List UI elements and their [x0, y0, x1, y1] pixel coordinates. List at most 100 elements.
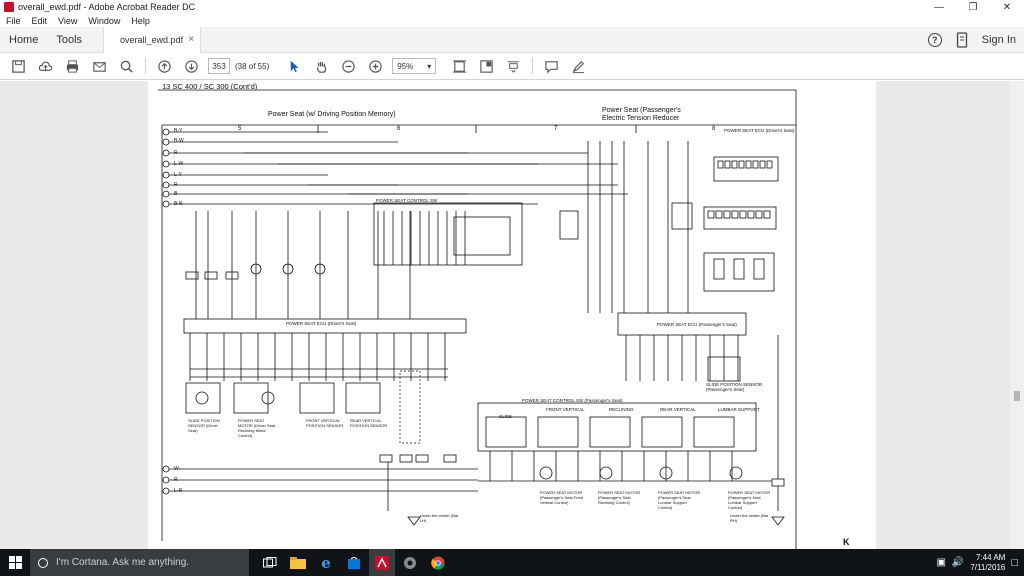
switch-section: [537, 416, 579, 448]
component-label: SLIDE POSITION SENSOR (Passenger's Seat): [706, 382, 763, 392]
sign-in-link[interactable]: Sign In: [981, 34, 1016, 46]
section-title-left: Power Seat (w/ Driving Position Memory): [268, 111, 396, 118]
notifications-icon[interactable]: □: [1011, 556, 1018, 569]
switch-section: [589, 416, 631, 448]
scroll-mode-icon[interactable]: [504, 57, 522, 75]
motor-symbol: [539, 466, 553, 480]
store-icon[interactable]: [341, 549, 367, 576]
wire-label: W: [174, 466, 179, 472]
menu-window[interactable]: Window: [88, 15, 121, 26]
wire-label: L-Y: [174, 172, 182, 178]
minimize-button[interactable]: —: [934, 1, 944, 13]
email-icon[interactable]: [90, 57, 108, 75]
chrome-icon[interactable]: [425, 549, 451, 576]
connector-block: [185, 271, 199, 280]
window-controls: — ❐ ✕: [922, 0, 1024, 14]
document-viewport[interactable]: 13 SC 400 / SC 300 (Cont'd) Power Seat (…: [0, 81, 1024, 549]
connector-face: [703, 206, 777, 230]
task-view-icon[interactable]: [257, 549, 283, 576]
slide-sensor-box: [707, 356, 741, 382]
close-window-button[interactable]: ✕: [1002, 1, 1012, 13]
help-icon[interactable]: ?: [927, 33, 942, 47]
select-cursor-icon[interactable]: [285, 57, 303, 75]
zoom-in-icon[interactable]: [366, 57, 384, 75]
hand-tool-icon[interactable]: [312, 57, 330, 75]
title-bar: overall_ewd.pdf - Adobe Acrobat Reader D…: [0, 0, 1024, 14]
windows-start-icon[interactable]: [0, 549, 30, 576]
edge-browser-icon[interactable]: e: [321, 553, 331, 572]
menu-view[interactable]: View: [58, 15, 78, 26]
full-screen-icon[interactable]: [477, 57, 495, 75]
upload-cloud-icon[interactable]: [36, 57, 54, 75]
connector-pin: [707, 210, 715, 219]
page-marker: K: [843, 537, 850, 547]
vertical-scrollbar[interactable]: [1010, 81, 1024, 549]
scrollbar-thumb[interactable]: [1014, 391, 1020, 401]
maximize-button[interactable]: ❐: [968, 1, 978, 13]
fit-page-icon[interactable]: [450, 57, 468, 75]
wire-label: B: [174, 191, 178, 197]
clock-date: 7/11/2016: [970, 562, 1006, 572]
save-icon[interactable]: [9, 57, 27, 75]
connector-pin: [759, 160, 766, 169]
tab-home[interactable]: Home: [9, 33, 39, 46]
print-icon[interactable]: [63, 57, 81, 75]
switch-cluster: [703, 252, 775, 292]
ground-symbol: [407, 516, 421, 526]
connector-pin: [745, 160, 752, 169]
comment-icon[interactable]: [542, 57, 560, 75]
motor-label: POWER SEAT MOTOR (Passenger's Seat Recli…: [598, 490, 641, 505]
connector-pin: [717, 160, 724, 169]
sensor-box: [299, 382, 335, 414]
clock-time: 7:44 AM: [975, 552, 1006, 562]
clock[interactable]: 7:44 AM 7/11/2016: [970, 553, 1005, 573]
ground-label: Under the center (Bar RH): [730, 513, 769, 523]
cortana-search-box[interactable]: I'm Cortana. Ask me anything.: [30, 549, 249, 576]
switch-element: [753, 258, 765, 280]
pdf-page: 13 SC 400 / SC 300 (Cont'd) Power Seat (…: [148, 81, 876, 549]
tab-document[interactable]: overall_ewd.pdf ×: [103, 26, 202, 53]
motor-label: POWER SEAT MOTOR (Passenger's Seat Front…: [540, 490, 584, 505]
connector-block: [443, 454, 457, 463]
switch-section: [485, 416, 527, 448]
zoom-out-icon[interactable]: [339, 57, 357, 75]
grid-number: 8: [712, 126, 716, 132]
search-icon[interactable]: [117, 57, 135, 75]
bus-terminal: [162, 138, 170, 146]
zoom-level-select[interactable]: 95%▾: [392, 58, 437, 74]
connector-pin: [715, 210, 723, 219]
app-icon[interactable]: [397, 549, 423, 576]
connector-pin: [731, 160, 738, 169]
previous-page-icon[interactable]: [155, 57, 173, 75]
menu-edit[interactable]: Edit: [31, 15, 48, 26]
menu-help[interactable]: Help: [131, 15, 150, 26]
shield-bracket: [399, 370, 421, 444]
page-count-label: (38 of 55): [235, 61, 270, 71]
connector-pin: [755, 210, 763, 219]
driver-control-switch: [373, 202, 523, 266]
tab-tools[interactable]: Tools: [56, 33, 83, 46]
system-tray: ▣ 🔊 7:44 AM 7/11/2016 □: [936, 549, 1024, 576]
highlight-pen-icon[interactable]: [569, 57, 587, 75]
wire-label: B-W: [174, 138, 184, 144]
toolbar-divider: [532, 58, 534, 74]
bus-terminal: [162, 128, 170, 136]
page-number-input[interactable]: 353: [208, 58, 230, 74]
mobile-link-icon[interactable]: [956, 32, 968, 48]
bus-terminal: [162, 171, 170, 179]
network-icon[interactable]: ▣: [936, 557, 946, 568]
acrobat-taskbar-icon[interactable]: [369, 549, 395, 576]
connector-block: [379, 454, 393, 463]
switch-label: LUMBAR SUPPORT: [718, 407, 760, 412]
window-title: overall_ewd.pdf - Adobe Acrobat Reader D…: [18, 2, 196, 12]
volume-icon[interactable]: 🔊: [951, 557, 965, 568]
file-explorer-icon[interactable]: [285, 549, 311, 576]
switch-section: [641, 416, 683, 448]
close-tab-icon[interactable]: ×: [188, 34, 195, 45]
menu-file[interactable]: File: [6, 15, 21, 26]
component-label: POWER SEAT ECU (Passenger's Seat): [657, 322, 737, 327]
component-label: POWER SEAT ECU (Driver's Seat): [724, 128, 795, 133]
wire-label: L-R: [174, 488, 183, 494]
next-page-icon[interactable]: [182, 57, 200, 75]
section-title-right-1: Power Seat (Passenger's: [602, 107, 681, 114]
